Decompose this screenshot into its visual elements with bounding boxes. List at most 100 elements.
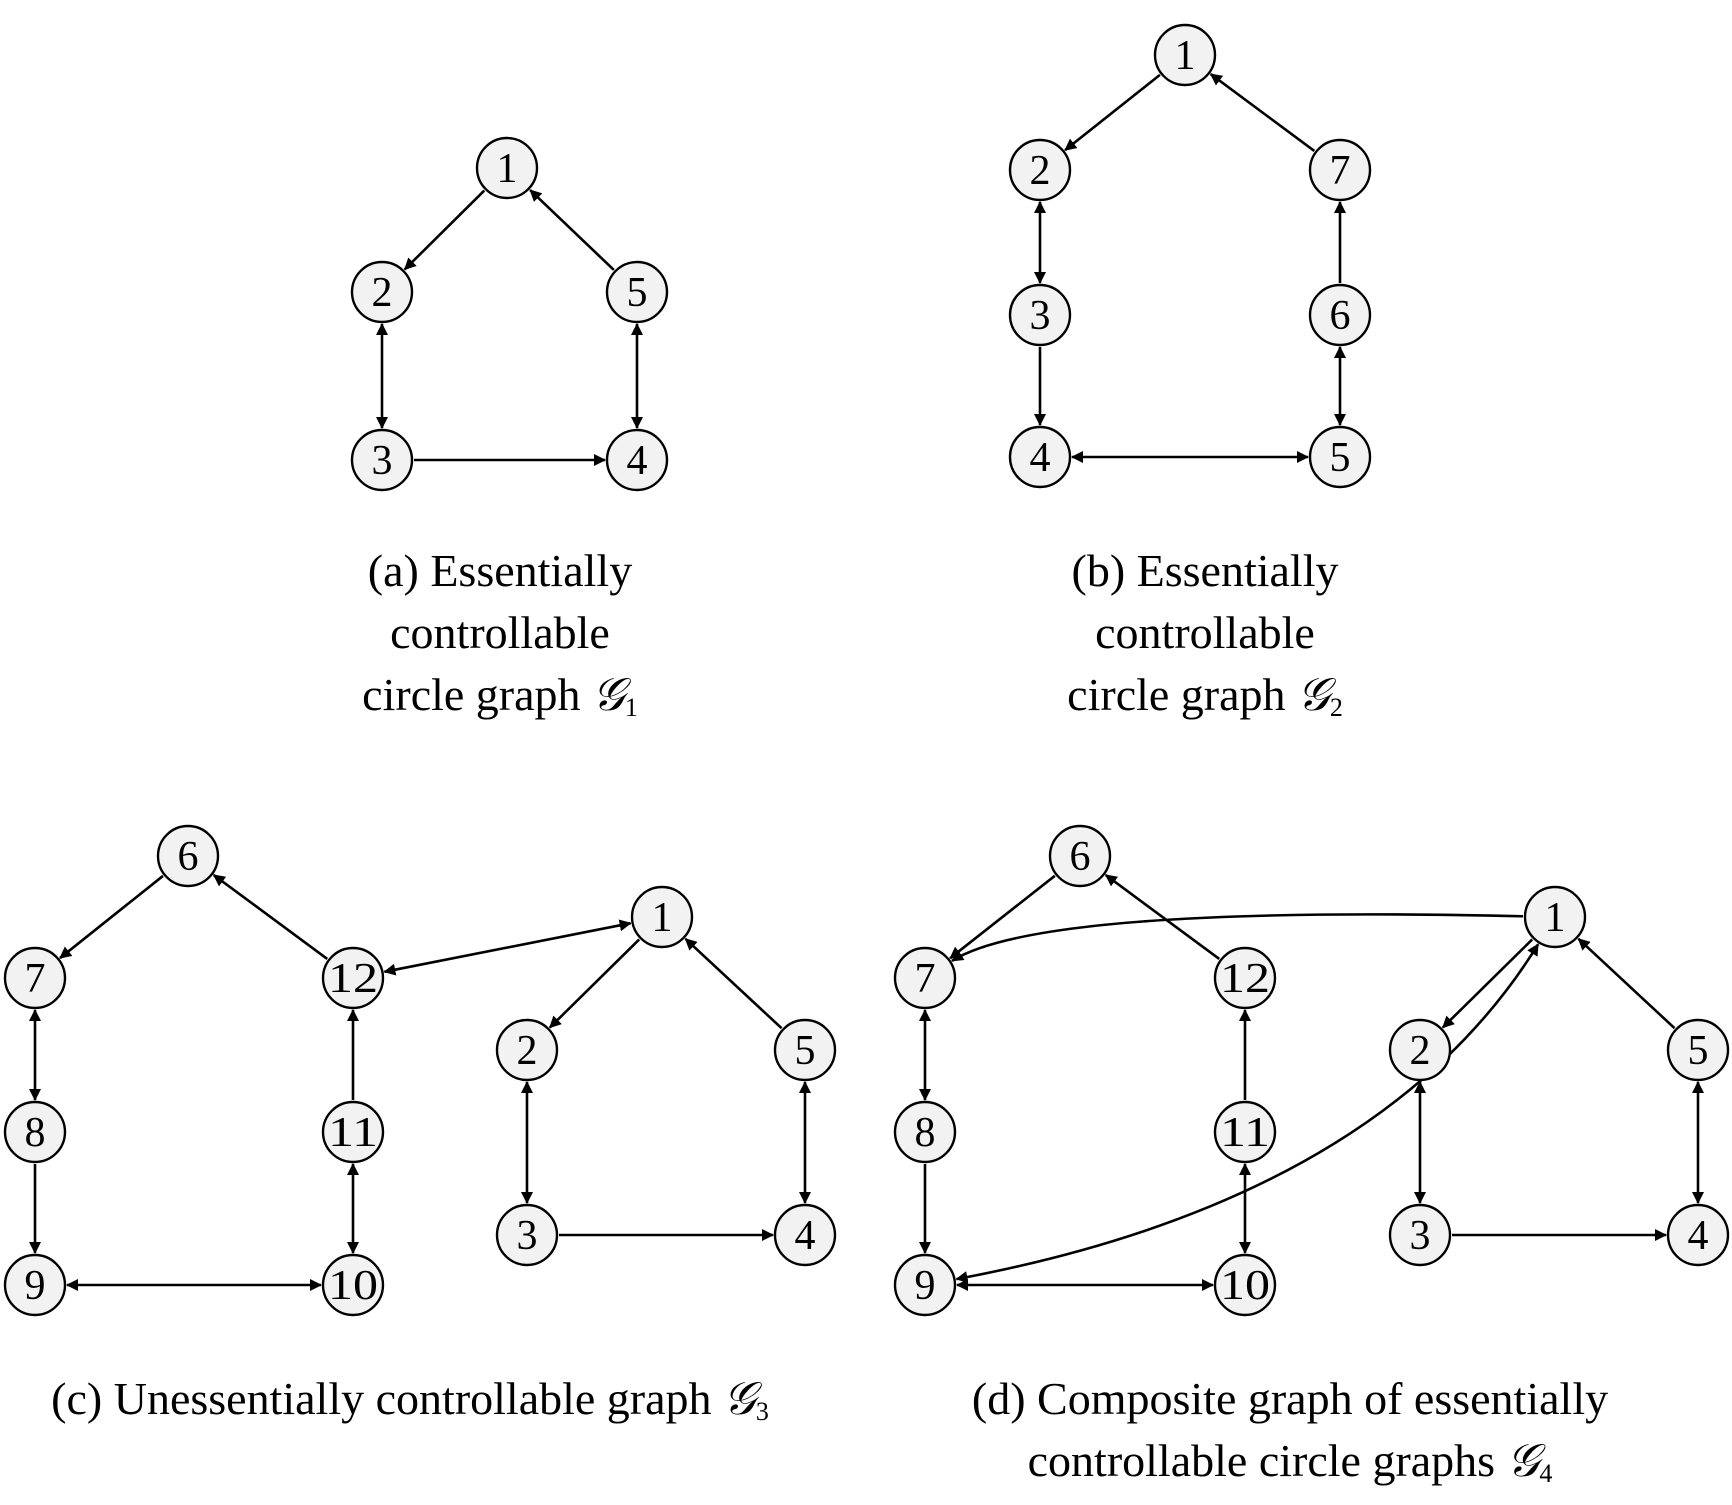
edge-a5-a1: [529, 189, 615, 271]
node-d11: 11: [1213, 1100, 1277, 1164]
node-b2-label: 2: [1030, 148, 1051, 194]
caption-b-line-1: (b) Essentially: [1071, 545, 1339, 596]
node-d4-circle: [1666, 1203, 1730, 1267]
node-a3-circle: [350, 428, 414, 492]
node-d10-circle: [1213, 1253, 1277, 1317]
node-b1-label: 1: [1175, 33, 1196, 79]
node-a4: 4: [605, 428, 669, 492]
node-d5-label: 5: [1688, 1028, 1709, 1074]
node-c5-circle: [773, 1018, 837, 1082]
node-b1-circle: [1153, 23, 1217, 87]
node-d8-circle: [893, 1100, 957, 1164]
node-d1: 1: [1523, 885, 1587, 949]
node-d3: 3: [1388, 1203, 1452, 1267]
node-c8: 8: [3, 1100, 67, 1164]
node-d8-label: 8: [915, 1110, 936, 1156]
node-b4-label: 4: [1030, 435, 1051, 481]
node-c12: 12: [321, 946, 385, 1010]
edge-c12-c6: [212, 873, 329, 961]
node-c1-circle: [630, 885, 694, 949]
node-b7-circle: [1308, 138, 1372, 202]
node-c2: 2: [495, 1018, 559, 1082]
node-d11-label: 11: [1220, 1110, 1270, 1156]
node-d10: 10: [1213, 1253, 1277, 1317]
graph-index-d: 4: [1539, 1459, 1553, 1488]
node-c6-circle: [156, 824, 220, 888]
node-c5: 5: [773, 1018, 837, 1082]
node-d9-circle: [893, 1253, 957, 1317]
caption-d-line-1: (d) Composite graph of essentially: [971, 1373, 1609, 1424]
node-b4: 4: [1008, 425, 1072, 489]
node-d9-label: 9: [915, 1263, 936, 1309]
node-c3-label: 3: [517, 1213, 538, 1259]
edge-d6-d7: [949, 874, 1056, 960]
node-b5-circle: [1308, 425, 1372, 489]
node-d8: 8: [893, 1100, 957, 1164]
node-d6-circle: [1048, 824, 1112, 888]
node-d5: 5: [1666, 1018, 1730, 1082]
node-a5-label: 5: [627, 270, 648, 316]
node-d12-label: 12: [1220, 956, 1270, 1002]
node-c3-circle: [495, 1203, 559, 1267]
node-d11-circle: [1213, 1100, 1277, 1164]
node-a2-label: 2: [372, 270, 393, 316]
node-a3: 3: [350, 428, 414, 492]
caption-b-line-2: controllable: [1095, 607, 1315, 658]
node-c7: 7: [3, 946, 67, 1010]
node-b5: 5: [1308, 425, 1372, 489]
node-a2-circle: [350, 260, 414, 324]
node-c2-circle: [495, 1018, 559, 1082]
node-a5: 5: [605, 260, 669, 324]
node-c1-label: 1: [652, 895, 673, 941]
node-d12-circle: [1213, 946, 1277, 1010]
node-c9: 9: [3, 1253, 67, 1317]
node-b4-circle: [1008, 425, 1072, 489]
node-b6: 6: [1308, 283, 1372, 347]
node-d3-label: 3: [1410, 1213, 1431, 1259]
caption-a-line-1: (a) Essentially: [367, 545, 633, 596]
node-a4-label: 4: [627, 438, 648, 484]
node-d10-label: 10: [1220, 1263, 1270, 1309]
graph-index-b: 2: [1329, 693, 1343, 722]
node-b6-circle: [1308, 283, 1372, 347]
node-d6: 6: [1048, 824, 1112, 888]
node-c10: 10: [321, 1253, 385, 1317]
node-c10-circle: [321, 1253, 385, 1317]
caption-a-line-3: circle graph: [362, 669, 581, 720]
edge-c12-c1: [383, 919, 632, 976]
node-c9-label: 9: [25, 1263, 46, 1309]
node-b2: 2: [1008, 138, 1072, 202]
node-d7-circle: [893, 946, 957, 1010]
node-b6-label: 6: [1330, 293, 1351, 339]
edge-d5-d1: [1577, 937, 1676, 1030]
node-c6: 6: [156, 824, 220, 888]
node-b7: 7: [1308, 138, 1372, 202]
caption-c: (c) Unessentially controllable graph 𝒢3: [0, 1368, 820, 1443]
node-a4-circle: [605, 428, 669, 492]
edges-layer: [29, 73, 1704, 1291]
node-a3-label: 3: [372, 438, 393, 484]
edge-c5-c1: [684, 937, 783, 1030]
node-c12-label: 12: [328, 956, 378, 1002]
node-d7: 7: [893, 946, 957, 1010]
node-b3-circle: [1008, 283, 1072, 347]
graph-symbol-b: 𝒢: [1297, 669, 1330, 720]
node-b3: 3: [1008, 283, 1072, 347]
node-b1: 1: [1153, 23, 1217, 87]
node-d7-label: 7: [915, 956, 936, 1002]
caption-b-line-3: circle graph: [1067, 669, 1286, 720]
node-c12-circle: [321, 946, 385, 1010]
node-d6-label: 6: [1070, 834, 1091, 880]
node-c11-circle: [321, 1100, 385, 1164]
node-d12: 12: [1213, 946, 1277, 1010]
node-a2: 2: [350, 260, 414, 324]
node-c10-label: 10: [328, 1263, 378, 1309]
edge-b7-b1: [1209, 73, 1316, 152]
node-c5-label: 5: [795, 1028, 816, 1074]
node-c4-label: 4: [795, 1213, 816, 1259]
node-b7-label: 7: [1330, 148, 1351, 194]
graph-index-a: 1: [624, 693, 638, 722]
node-c7-label: 7: [25, 956, 46, 1002]
